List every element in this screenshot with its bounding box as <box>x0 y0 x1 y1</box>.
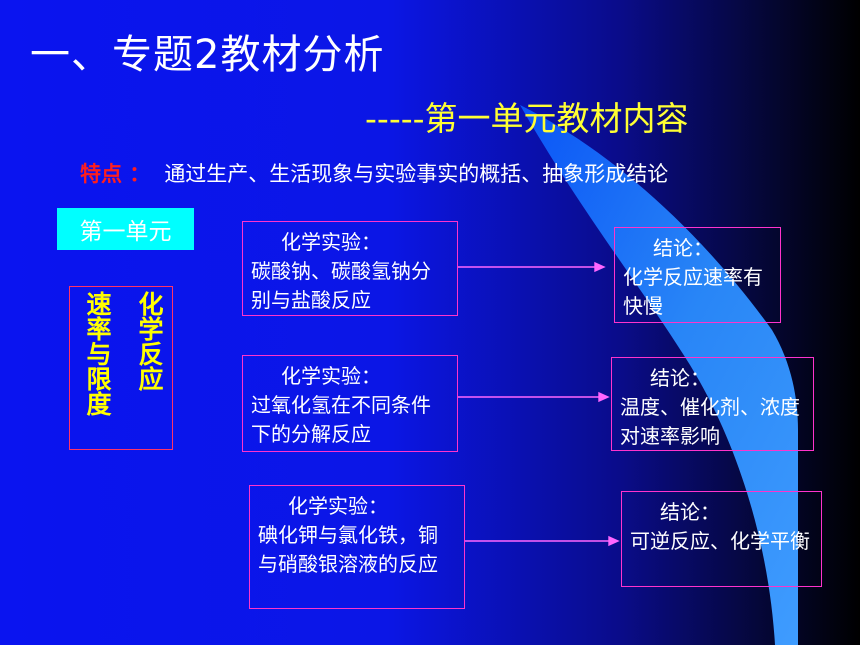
experiment-heading: 化学实验： <box>288 494 388 518</box>
experiment-box-3: 化学实验： 碘化钾与氯化铁，铜与硝酸银溶液的反应 <box>249 485 465 609</box>
unit-tag: 第一单元 <box>57 208 194 250</box>
conclusion-heading: 结论： <box>660 500 720 524</box>
page-title: 一、专题2教材分析 <box>30 32 385 78</box>
experiment-heading: 化学实验： <box>281 230 381 254</box>
feature-label: 特点 ： <box>80 162 151 186</box>
experiment-box-1: 化学实验： 碳酸钠、碳酸氢钠分别与盐酸反应 <box>242 221 458 316</box>
feature-line: 特点 ： 通过生产、生活现象与实验事实的概括、抽象形成结论 <box>80 158 668 188</box>
experiment-text: 碳酸钠、碳酸氢钠分别与盐酸反应 <box>251 259 431 312</box>
conclusion-text: 温度、催化剂、浓度对速率影响 <box>620 395 800 448</box>
conclusion-heading: 结论： <box>653 236 713 260</box>
feature-text: 通过生产、生活现象与实验事实的概括、抽象形成结论 <box>164 162 669 186</box>
topic-box: 化学反应 速率与限度 <box>69 286 173 450</box>
conclusion-text: 可逆反应、化学平衡 <box>630 529 810 553</box>
experiment-heading: 化学实验： <box>281 364 381 388</box>
arrow-head-3 <box>608 535 620 547</box>
section-subtitle: -----第一单元教材内容 <box>365 99 689 138</box>
arrow-head-2 <box>598 391 610 403</box>
conclusion-text: 化学反应速率有快慢 <box>623 265 763 318</box>
experiment-text: 过氧化氢在不同条件下的分解反应 <box>251 393 431 446</box>
light-sweep-shape <box>520 105 798 645</box>
experiment-box-2: 化学实验： 过氧化氢在不同条件下的分解反应 <box>242 355 458 452</box>
conclusion-heading: 结论： <box>650 366 710 390</box>
conclusion-box-2: 结论： 温度、催化剂、浓度对速率影响 <box>611 357 814 451</box>
experiment-text: 碘化钾与氯化铁，铜与硝酸银溶液的反应 <box>258 523 438 576</box>
arrow-head-1 <box>594 261 606 273</box>
conclusion-box-3: 结论： 可逆反应、化学平衡 <box>621 491 822 587</box>
conclusion-box-1: 结论： 化学反应速率有快慢 <box>614 227 781 323</box>
topic-column-left: 速率与限度 <box>83 291 112 416</box>
topic-column-right: 化学反应 <box>135 291 164 391</box>
